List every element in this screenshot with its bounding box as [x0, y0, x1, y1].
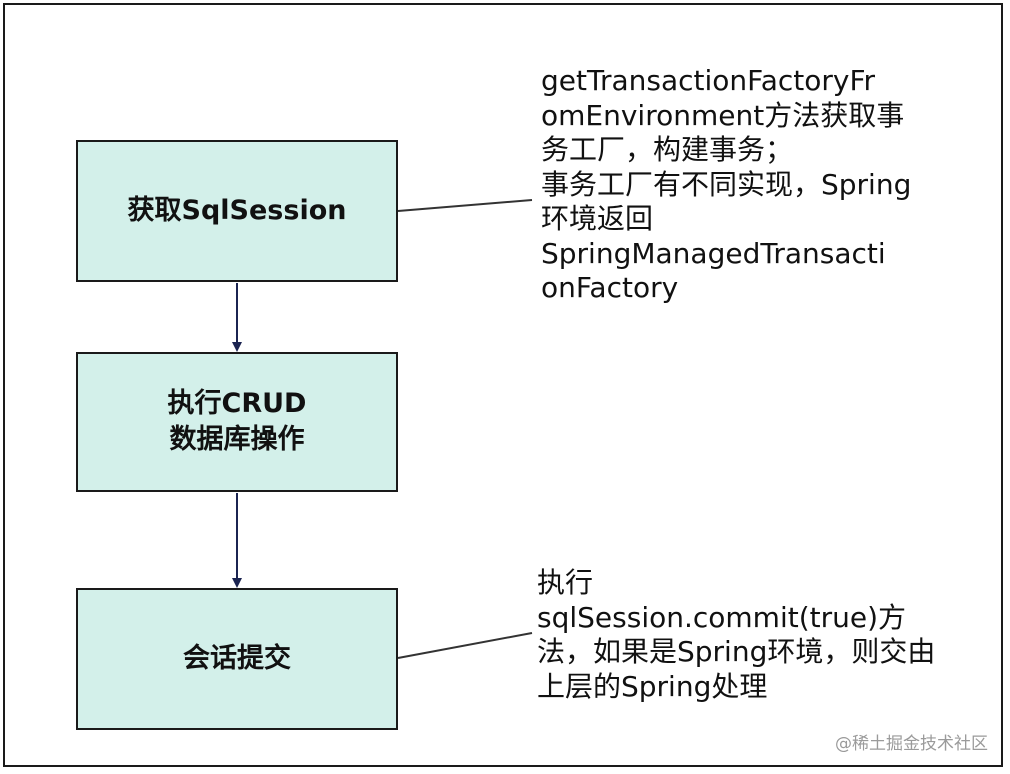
note-line: 上层的Spring处理: [537, 669, 768, 703]
diagram-frame: [3, 3, 1003, 767]
note-line: getTransactionFactoryFr: [541, 64, 876, 97]
watermark: @稀土掘金技术社区: [835, 734, 988, 754]
step-label: 会话提交: [183, 643, 291, 674]
step-label: 获取SqlSession: [127, 195, 347, 226]
note-line: onFactory: [541, 271, 679, 304]
note-line: 环境返回: [541, 202, 654, 235]
note-line: omEnvironment方法获取事: [541, 98, 905, 132]
note-line: 法，如果是Spring环境，则交由: [537, 635, 936, 668]
step-execute-crud: 执行CRUD 数据库操作: [76, 352, 398, 492]
note-line: SpringManagedTransacti: [541, 236, 886, 270]
note-line: 务工厂，构建事务；: [541, 133, 794, 166]
note-line: 执行: [537, 566, 594, 599]
step-label: 数据库操作: [169, 424, 305, 455]
note-commit: 执行 sqlSession.commit(true)方 法，如果是Spring环…: [537, 566, 935, 704]
note-line: sqlSession.commit(true)方: [537, 600, 907, 634]
step-get-sqlsession: 获取SqlSession: [76, 140, 398, 282]
note-line: 事务工厂有不同实现，Spring: [541, 167, 912, 201]
step-label: 执行CRUD: [167, 388, 307, 419]
link-session-note: [397, 199, 533, 212]
note-transaction-factory: getTransactionFactoryFr omEnvironment方法获…: [541, 64, 911, 306]
link-commit-note: [397, 632, 533, 659]
step-session-commit: 会话提交: [76, 588, 398, 730]
